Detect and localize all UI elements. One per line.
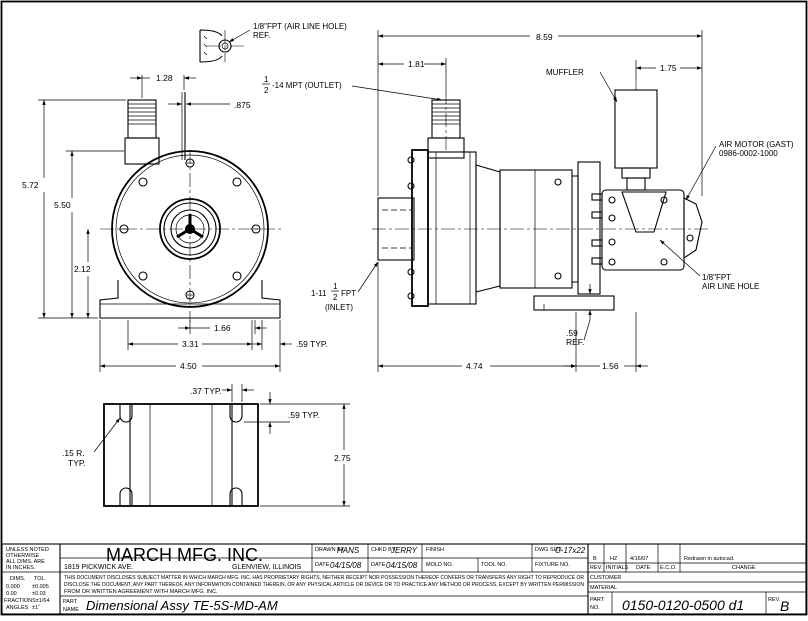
- tb-city: GLENVIEW, ILLINOIS: [232, 564, 302, 571]
- tb-part-name-label-2: NAME: [63, 607, 79, 613]
- note-inlet-frac-den: 2: [333, 293, 338, 302]
- front-view: [99, 92, 282, 322]
- note-muffler: MUFFLER: [546, 68, 584, 77]
- dim-2-75: 2.75: [334, 453, 351, 463]
- tb-finish-label: FINISH: [426, 547, 444, 553]
- tb-rev-hdr-date: DATE: [636, 565, 651, 571]
- dim-2-12: 2.12: [74, 264, 91, 274]
- note-inlet-suffix: FPT: [341, 289, 356, 298]
- tb-rev-date: 4/16/07: [630, 556, 648, 562]
- dim-59-ref: .59: [566, 328, 578, 338]
- tb-chkd-by: JERRY: [390, 546, 418, 555]
- note-air-line-hole-side-1: 1/8"FPT: [702, 273, 731, 282]
- tb-otherwise: OTHERWISE: [6, 553, 40, 559]
- dim-37-typ: .37 TYP.: [190, 386, 222, 396]
- dim-4-50: 4.50: [180, 361, 197, 371]
- tb-drawn-by: HANS: [337, 546, 360, 555]
- tb-in-inches: IN INCHES.: [6, 565, 36, 571]
- tb-mold-label: MOLD NO.: [426, 562, 454, 568]
- tb-disclaimer-1: THIS DOCUMENT DISCLOSES SUBJECT MATTER I…: [64, 575, 584, 581]
- tb-date-label-2: DATE: [371, 562, 386, 568]
- tb-part-no-label-1: PART: [590, 597, 605, 603]
- tb-rev-label: REV.: [768, 597, 781, 603]
- air-line-hole-detail: [199, 29, 251, 63]
- tb-rev-hdr-rev: REV.: [590, 565, 603, 571]
- note-air-motor-2: 0986-0002-1000: [719, 149, 778, 158]
- dim-4-74: 4.74: [466, 361, 483, 371]
- tb-tol-4a: ANGLES: [6, 605, 29, 611]
- dim-5-50: 5.50: [54, 200, 71, 210]
- tb-customer-label: CUSTOMER: [590, 575, 621, 581]
- tb-rev-hdr-initials: INITIALS: [606, 565, 629, 571]
- note-outlet: -14 MPT (OUTLET): [272, 81, 342, 90]
- tb-part-name: Dimensional Assy TE-5S-MD-AM: [86, 598, 278, 613]
- side-view: [372, 80, 708, 311]
- note-radius-typ: TYP.: [68, 458, 86, 468]
- tb-dwg-size: C-17x22: [555, 546, 586, 555]
- tb-tol-4b: ±1˚: [32, 604, 40, 611]
- tb-rev-change: Redrawn in autocad.: [684, 556, 735, 562]
- note-outlet-frac-den: 2: [264, 86, 269, 95]
- tb-date-label-1: DATE: [315, 562, 330, 568]
- dim-3-31: 3.31: [182, 339, 199, 349]
- tb-all-dims: ALL DIMS. ARE: [6, 559, 45, 565]
- dim-59-typ: .59 TYP.: [296, 339, 328, 349]
- tb-date-drawn: 04/15/08: [330, 561, 362, 570]
- tb-tol-1a: 0.000: [6, 584, 20, 590]
- tb-tol-2b: ±0.03: [32, 591, 46, 597]
- tb-part-no-label-2: NO.: [590, 605, 600, 611]
- tb-material-label: MATERIAL: [590, 585, 617, 591]
- tb-tol: TOL.: [34, 576, 47, 582]
- note-inlet-frac-num: 1: [333, 282, 338, 291]
- note-air-motor-1: AIR MOTOR (GAST): [719, 140, 794, 149]
- note-air-line-hole-side-2: AIR LINE HOLE: [702, 282, 759, 291]
- side-dimensions: 8.59 1.81 1.75 .59 REF. 4.74 1.56: [377, 30, 703, 372]
- tb-dims: DIMS.: [10, 576, 26, 582]
- tb-part-no: 0150-0120-0500 d1: [622, 597, 744, 613]
- tb-address: 1819 PICKWICK AVE.: [64, 564, 133, 571]
- dim-1-66: 1.66: [214, 323, 231, 333]
- tb-company: MARCH MFG. INC.: [106, 545, 263, 565]
- tb-unless-noted: UNLESS NOTED: [6, 547, 49, 553]
- tb-rev-hdr-eco: E.C.O.: [660, 565, 677, 571]
- note-radius: .15 R.: [62, 448, 85, 458]
- dim-ref: REF.: [566, 337, 584, 347]
- tb-tol-3: FRACTIONS±1/64: [4, 598, 50, 604]
- tb-tol-2a: 0.00: [6, 591, 17, 597]
- note-inlet-prefix: 1-11: [311, 289, 327, 298]
- dim-1-28: 1.28: [156, 73, 173, 83]
- note-inlet-2: (INLET): [325, 303, 353, 312]
- tb-tol-1b: ±0.005: [32, 584, 49, 590]
- dim-1-81: 1.81: [408, 59, 425, 69]
- tb-drawn-label: DRAWN BY: [315, 547, 345, 553]
- dim-5-72: 5.72: [22, 180, 39, 190]
- tb-rev-hdr-change: CHANGE: [732, 565, 756, 571]
- dim-8-59: 8.59: [536, 32, 553, 42]
- tb-disclaimer-3: FROM OR WRITTEN AGREEMENT WITH MARCH MFG…: [64, 589, 218, 595]
- dim-0-875: .875: [234, 100, 251, 110]
- tb-rev-initials: HZ: [610, 556, 618, 562]
- tb-disclaimer-2: DISCLOSE THE DOCUMENT, ANY PART THEREOF,…: [64, 582, 584, 588]
- dim-1-75: 1.75: [660, 63, 677, 73]
- tb-chkd-label: CHKD BY: [371, 547, 396, 553]
- tb-fixture-label: FIXTURE NO.: [535, 562, 570, 568]
- dim-1-56: 1.56: [602, 361, 619, 371]
- base-view: .37 TYP. .59 TYP. 2.75 .15 R. TYP.: [62, 384, 351, 507]
- tb-tool-label: TOOL NO.: [481, 562, 507, 568]
- title-block: UNLESS NOTED OTHERWISE ALL DIMS. ARE IN …: [1, 543, 807, 615]
- tb-part-name-label-1: PART: [63, 599, 78, 605]
- note-outlet-frac-num: 1: [264, 75, 269, 84]
- tb-rev-letter: B: [593, 556, 597, 562]
- dim-59-typ-b: .59 TYP.: [288, 410, 320, 420]
- tb-date-chkd: 04/15/08: [386, 561, 418, 570]
- callouts: 1/8"FPT (AIR LINE HOLE) REF. 1 2 -14 MPT…: [253, 22, 794, 312]
- tb-rev-value: B: [780, 598, 789, 614]
- tb-dwg-size-label: DWG SIZE: [535, 547, 563, 553]
- note-air-line-hole-top: 1/8"FPT (AIR LINE HOLE): [253, 22, 347, 31]
- front-dimensions: 1.28 .875 5.72 5.50 2.12 1.66 3.31: [22, 73, 328, 372]
- note-ref: REF.: [253, 31, 270, 40]
